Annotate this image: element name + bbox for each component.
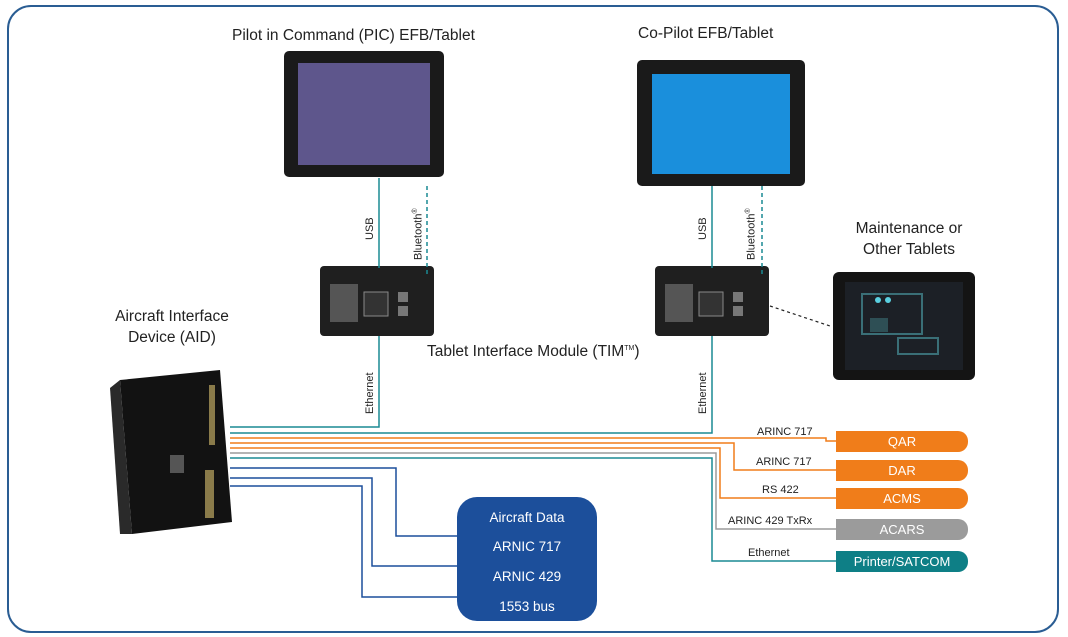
tim-label-close: ) <box>634 343 640 360</box>
pic-tablet-title: Pilot in Command (PIC) EFB/Tablet <box>232 27 475 44</box>
interface-label-printer: Ethernet <box>748 547 790 559</box>
usb-label-left: USB <box>364 217 376 240</box>
maintenance-tablet-image <box>833 272 975 380</box>
interface-label-qar: ARINC 717 <box>757 426 813 438</box>
aid-title-line2: Device (AID) <box>128 329 216 346</box>
usb-label-right: USB <box>697 217 709 240</box>
aircraft-data-item: ARNIC 429 <box>492 569 562 584</box>
maintenance-title-line2: Other Tablets <box>863 241 955 258</box>
bluetooth-text-left: Bluetooth <box>412 213 425 260</box>
aircraft-data-box <box>457 497 597 621</box>
bluetooth-label-right: Bluetooth® <box>745 208 758 260</box>
bluetooth-label-left: Bluetooth® <box>412 208 425 260</box>
aircraft-data-item: 1553 bus <box>499 599 555 614</box>
aid-device-image <box>110 370 232 534</box>
tim-label-text: Tablet Interface Module (TIM <box>427 343 625 360</box>
ethernet-label-right: Ethernet <box>697 372 709 414</box>
interface-label-dar: ARINC 717 <box>756 456 812 468</box>
output-box-acms: ACMS <box>836 488 968 509</box>
bluetooth-text-right: Bluetooth <box>745 213 758 260</box>
interface-label-acars: ARINC 429 TxRx <box>728 515 813 527</box>
aid-title: Aircraft Interface Device (AID) <box>97 308 247 347</box>
output-box-printer-satcom: Printer/SATCOM <box>836 551 968 572</box>
registered-mark-right: ® <box>745 208 752 214</box>
interface-label-acms: RS 422 <box>762 484 799 496</box>
registered-mark-left: ® <box>412 208 419 214</box>
output-box-dar: DAR <box>836 460 968 481</box>
copilot-tablet-image <box>637 60 805 186</box>
diagram-frame <box>7 5 1059 633</box>
tim-trademark: TM <box>624 344 635 352</box>
tim-label: Tablet Interface Module (TIMTM) <box>427 343 640 361</box>
tim-module-right-image <box>655 266 769 336</box>
ethernet-label-left: Ethernet <box>364 372 376 414</box>
maintenance-tablet-title: Maintenance or Other Tablets <box>849 220 969 259</box>
maintenance-title-line1: Maintenance or <box>855 220 963 237</box>
aircraft-data-item: ARNIC 717 <box>492 539 562 554</box>
copilot-tablet-title: Co-Pilot EFB/Tablet <box>638 25 774 42</box>
aid-title-line1: Aircraft Interface <box>115 308 229 325</box>
tim-module-left-image <box>320 266 434 336</box>
pic-tablet-image <box>284 51 444 177</box>
output-box-acars: ACARS <box>836 519 968 540</box>
aircraft-data-title: Aircraft Data <box>489 510 565 525</box>
output-box-qar: QAR <box>836 431 968 452</box>
